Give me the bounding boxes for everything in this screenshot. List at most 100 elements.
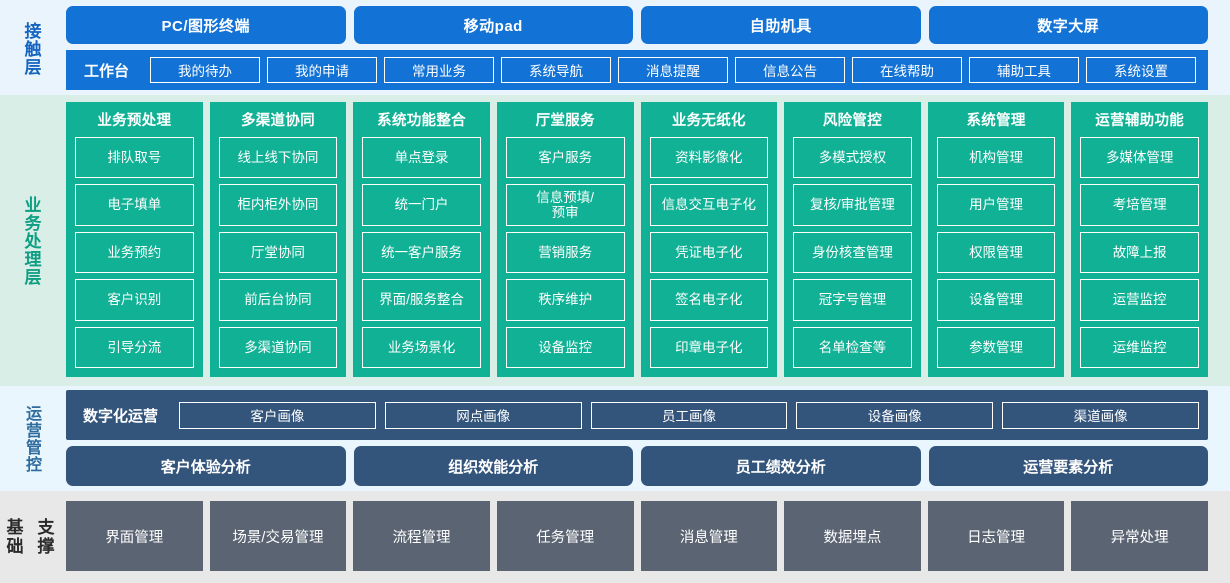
business-column-system-management: 系统管理 机构管理 用户管理 权限管理 设备管理 参数管理: [927, 102, 1065, 377]
column-items: 多媒体管理 考培管理 故障上报 运营监控 运维监控: [1080, 137, 1199, 369]
channel-button-pc[interactable]: PC/图形终端: [66, 6, 346, 44]
business-item[interactable]: 柜内柜外协同: [218, 184, 338, 226]
column-items: 排队取号 电子填单 业务预约 客户识别 引导分流: [75, 137, 194, 369]
portrait-customer[interactable]: 客户画像: [179, 401, 376, 429]
nav-item-system-settings[interactable]: 系统设置: [1086, 57, 1197, 83]
business-item[interactable]: 运维监控: [1080, 326, 1199, 369]
analysis-customer-experience[interactable]: 客户体验分析: [66, 446, 346, 486]
column-title: 业务预处理: [97, 113, 172, 129]
foundation-item-log-management[interactable]: 日志管理: [927, 501, 1065, 571]
business-column-multichannel: 多渠道协同 线上线下协同 柜内柜外协同 厅堂协同 前后台协同 多渠道协同: [209, 102, 347, 377]
foundation-layer-body: 界面管理 场景/交易管理 流程管理 任务管理 消息管理 数据埋点 日志管理 异常…: [62, 491, 1230, 583]
business-column-risk-control: 风险管控 多模式授权 复核/审批管理 身份核查管理 冠字号管理 名单检查等: [784, 102, 921, 377]
business-item[interactable]: 前后台协同: [218, 279, 338, 321]
business-item[interactable]: 参数管理: [936, 326, 1056, 369]
business-item[interactable]: 名单检查等: [793, 326, 912, 369]
nav-item-common-business[interactable]: 常用业务: [384, 57, 495, 83]
foundation-item-ui-management[interactable]: 界面管理: [66, 501, 203, 571]
foundation-item-task-management[interactable]: 任务管理: [496, 501, 634, 571]
business-item[interactable]: 界面/服务整合: [362, 279, 481, 321]
business-item[interactable]: 业务场景化: [362, 326, 481, 369]
business-item[interactable]: 营销服务: [505, 231, 625, 274]
portrait-device[interactable]: 设备画像: [796, 401, 994, 429]
business-item[interactable]: 单点登录: [362, 137, 481, 179]
business-column-paperless: 业务无纸化 资料影像化 信息交互电子化 凭证电子化 签名电子化 印章电子化: [640, 102, 778, 377]
channel-button-mobile-pad[interactable]: 移动pad: [353, 6, 633, 44]
operations-layer-body: 数字化运营 客户画像 网点画像 员工画像 设备画像 渠道画像 客户体验分析 组织…: [62, 386, 1230, 491]
business-item[interactable]: 多媒体管理: [1080, 137, 1199, 179]
foundation-item-data-tracking[interactable]: 数据埋点: [784, 501, 921, 571]
analysis-employee-performance[interactable]: 员工绩效分析: [641, 446, 921, 486]
business-item[interactable]: 签名电子化: [649, 279, 769, 321]
foundation-layer-band: 基础 支撑 界面管理 场景/交易管理 流程管理 任务管理 消息管理 数据埋点 日…: [0, 491, 1230, 583]
business-item[interactable]: 身份核查管理: [793, 231, 912, 274]
business-item[interactable]: 厅堂协同: [218, 231, 338, 274]
foundation-item-message-management[interactable]: 消息管理: [640, 501, 778, 571]
business-item[interactable]: 运营监控: [1080, 279, 1199, 321]
contact-layer-band: 接触层 PC/图形终端 移动pad 自助机具 数字大屏 工作台 我的待办 我的申…: [0, 0, 1230, 95]
foundation-label-line2: 支撑: [37, 517, 56, 556]
business-item[interactable]: 冠字号管理: [793, 279, 912, 321]
portrait-employee[interactable]: 员工画像: [590, 401, 788, 429]
portrait-branch[interactable]: 网点画像: [384, 401, 582, 429]
foundation-item-exception-handling[interactable]: 异常处理: [1071, 501, 1208, 571]
business-item[interactable]: 信息交互电子化: [649, 184, 769, 226]
contact-layer-label: 接触层: [21, 21, 41, 76]
business-item[interactable]: 机构管理: [936, 137, 1056, 179]
business-column-row: 业务预处理 排队取号 电子填单 业务预约 客户识别 引导分流 多渠道协同 线上线…: [62, 95, 1230, 386]
nav-item-announcement[interactable]: 信息公告: [735, 57, 846, 83]
column-items: 多模式授权 复核/审批管理 身份核查管理 冠字号管理 名单检查等: [793, 137, 912, 369]
foundation-item-process-management[interactable]: 流程管理: [353, 501, 490, 571]
portrait-channel[interactable]: 渠道画像: [1002, 401, 1199, 429]
business-item[interactable]: 设备管理: [936, 279, 1056, 321]
column-title: 风险管控: [822, 113, 883, 129]
business-item[interactable]: 线上线下协同: [218, 137, 338, 179]
business-item[interactable]: 客户服务: [505, 137, 625, 179]
column-title: 多渠道协同: [240, 113, 315, 129]
business-item[interactable]: 故障上报: [1080, 231, 1199, 274]
business-item[interactable]: 印章电子化: [649, 326, 769, 369]
business-column-ops-support: 运营辅助功能 多媒体管理 考培管理 故障上报 运营监控 运维监控: [1071, 102, 1208, 377]
column-items: 线上线下协同 柜内柜外协同 厅堂协同 前后台协同 多渠道协同: [218, 137, 338, 369]
business-item[interactable]: 资料影像化: [649, 137, 769, 179]
business-item[interactable]: 考培管理: [1080, 184, 1199, 226]
analysis-operation-factors[interactable]: 运营要素分析: [928, 446, 1208, 486]
nav-item-aux-tools[interactable]: 辅助工具: [969, 57, 1080, 83]
nav-item-my-todo[interactable]: 我的待办: [150, 57, 261, 83]
operations-layer-band: 运营管控 数字化运营 客户画像 网点画像 员工画像 设备画像 渠道画像 客户体验…: [0, 386, 1230, 491]
business-item[interactable]: 排队取号: [75, 137, 194, 179]
business-item[interactable]: 客户识别: [75, 279, 194, 321]
operations-layer-label: 运营管控: [22, 404, 40, 473]
business-item[interactable]: 多渠道协同: [218, 326, 338, 369]
nav-item-message-alert[interactable]: 消息提醒: [618, 57, 729, 83]
column-items: 单点登录 统一门户 统一客户服务 界面/服务整合 业务场景化: [362, 137, 481, 369]
business-column-system-integration: 系统功能整合 单点登录 统一门户 统一客户服务 界面/服务整合 业务场景化: [353, 102, 490, 377]
column-title: 系统管理: [966, 113, 1026, 129]
foundation-item-scene-transaction[interactable]: 场景/交易管理: [209, 501, 347, 571]
business-item[interactable]: 统一客户服务: [362, 231, 481, 274]
business-item[interactable]: 秩序维护: [505, 279, 625, 321]
contact-layer-body: PC/图形终端 移动pad 自助机具 数字大屏 工作台 我的待办 我的申请 常用…: [62, 6, 1230, 91]
column-items: 客户服务 信息预填/ 预审 营销服务 秩序维护 设备监控: [505, 137, 625, 369]
nav-item-online-help[interactable]: 在线帮助: [852, 57, 963, 83]
analysis-organization-efficiency[interactable]: 组织效能分析: [353, 446, 633, 486]
business-item[interactable]: 凭证电子化: [649, 231, 769, 274]
business-item[interactable]: 多模式授权: [793, 137, 912, 179]
business-item[interactable]: 统一门户: [362, 184, 481, 226]
business-item[interactable]: 复核/审批管理: [793, 184, 912, 226]
business-item[interactable]: 信息预填/ 预审: [505, 184, 625, 226]
nav-home-label: 工作台: [84, 62, 130, 80]
business-item[interactable]: 电子填单: [75, 184, 194, 226]
business-item[interactable]: 业务预约: [75, 231, 194, 274]
business-item[interactable]: 设备监控: [505, 326, 625, 369]
channel-button-digital-screen[interactable]: 数字大屏: [928, 6, 1208, 44]
nav-item-my-application[interactable]: 我的申请: [267, 57, 378, 83]
analysis-row: 客户体验分析 组织效能分析 员工绩效分析 运营要素分析: [66, 446, 1208, 486]
foundation-item-row: 界面管理 场景/交易管理 流程管理 任务管理 消息管理 数据埋点 日志管理 异常…: [62, 491, 1230, 583]
channel-button-self-service[interactable]: 自助机具: [641, 6, 921, 44]
business-item[interactable]: 引导分流: [75, 326, 194, 369]
nav-item-system-navigation[interactable]: 系统导航: [501, 57, 612, 83]
business-item[interactable]: 权限管理: [936, 231, 1056, 274]
business-item[interactable]: 用户管理: [936, 184, 1056, 226]
